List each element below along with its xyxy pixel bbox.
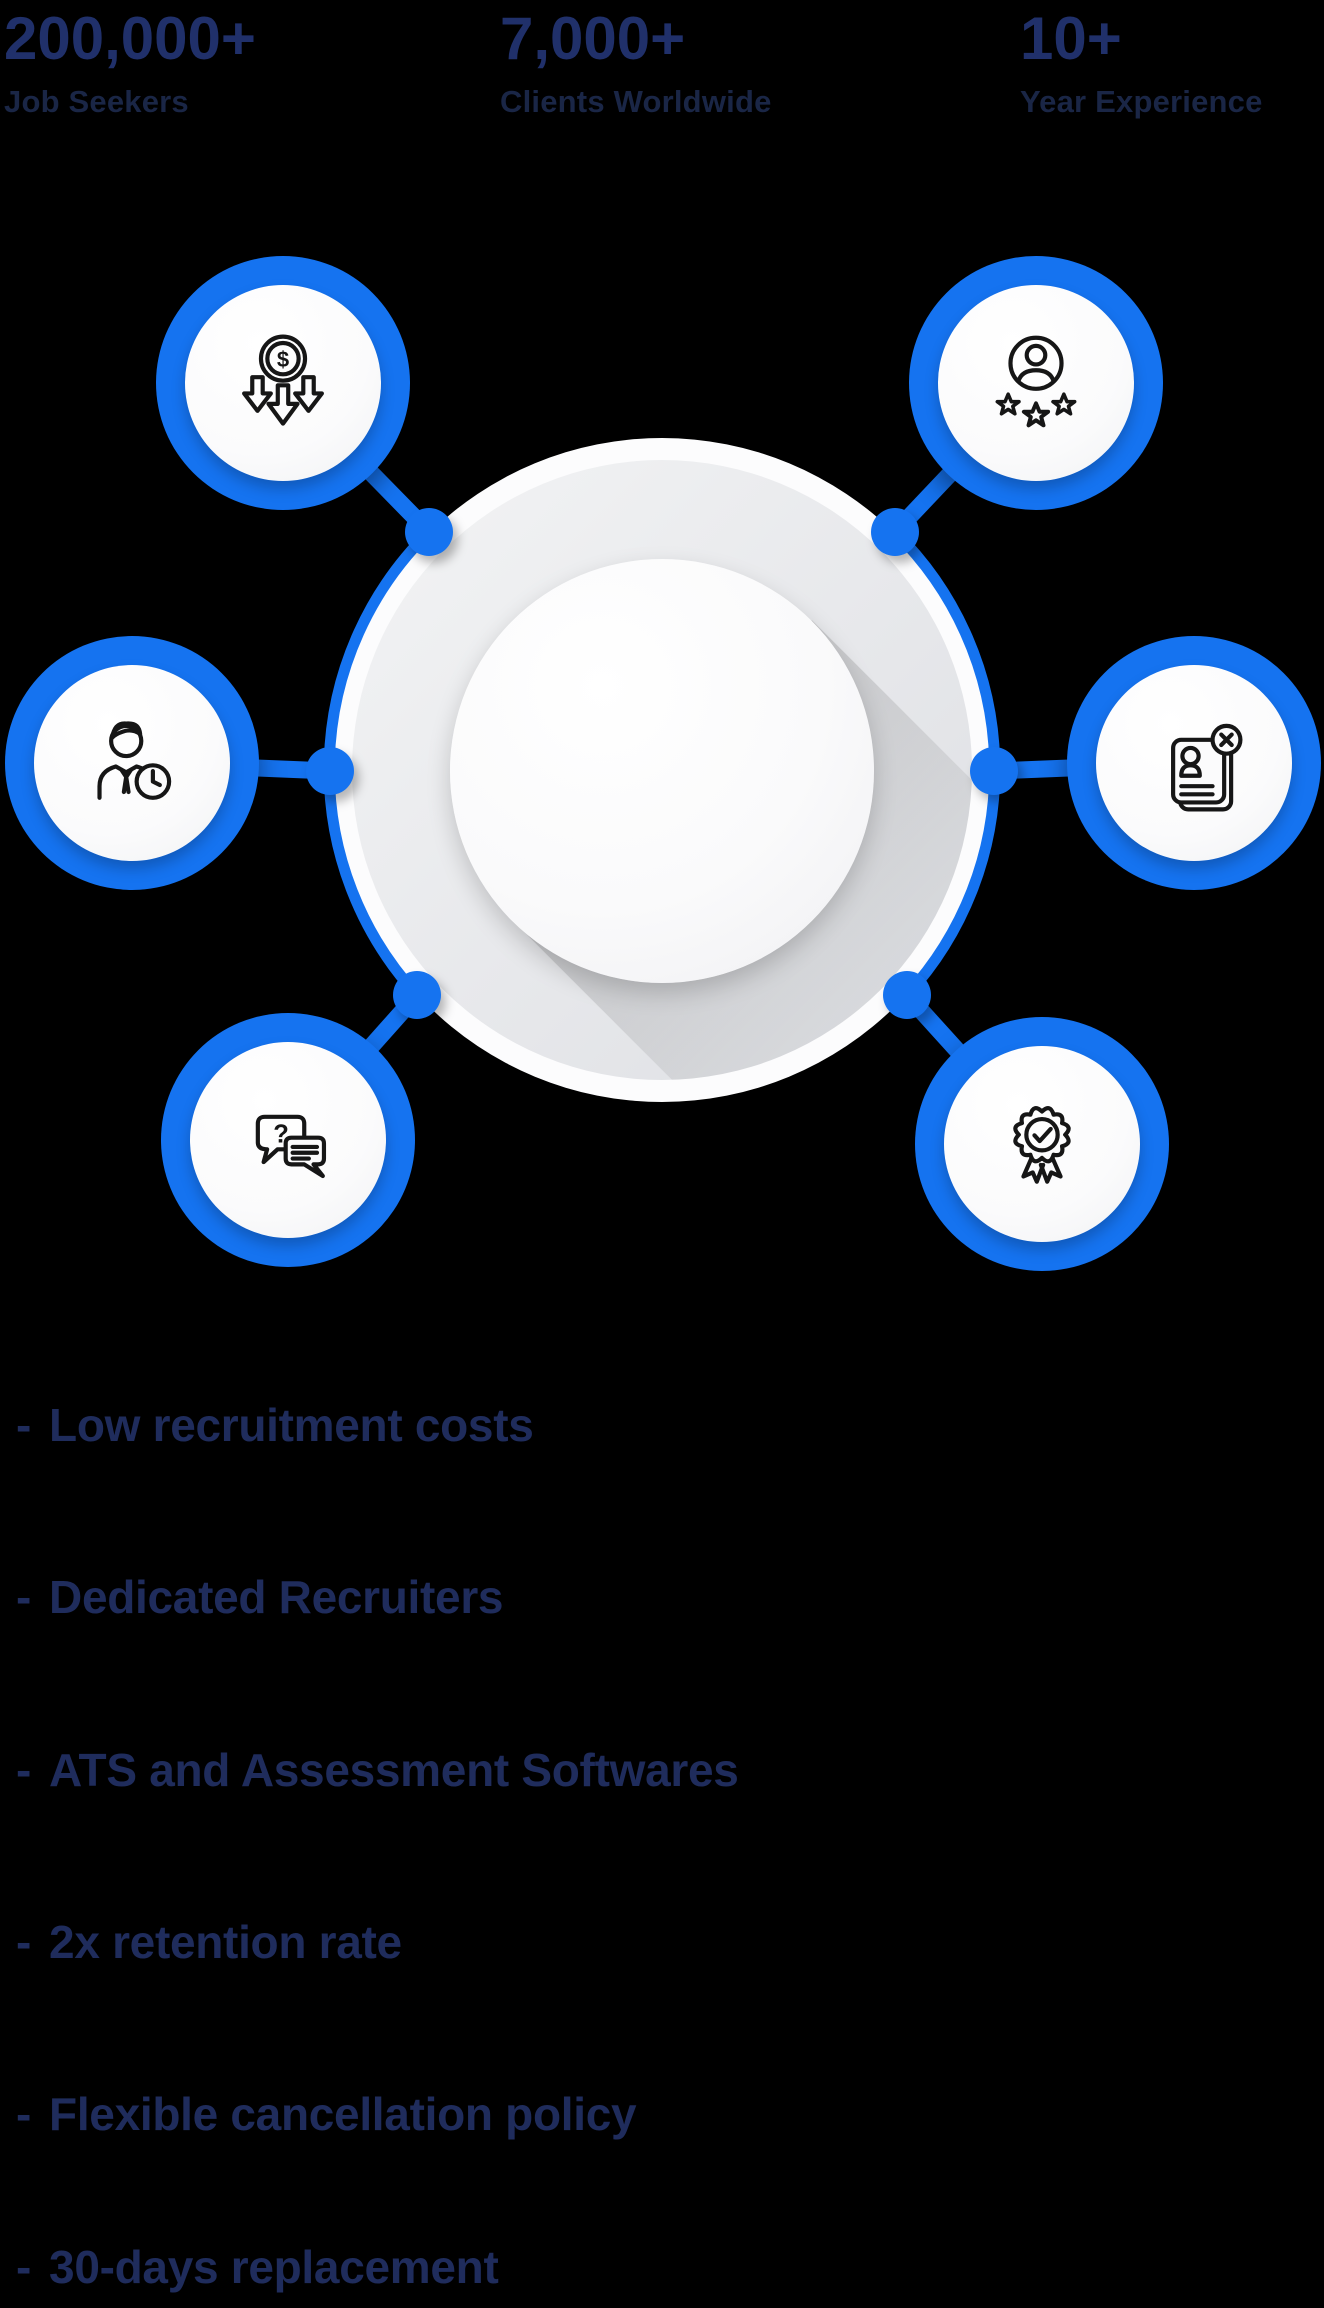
- rated-recruiter-icon: [995, 335, 1077, 428]
- node-inner-circle: [938, 285, 1134, 481]
- node-rated-recruiter: [909, 256, 1163, 510]
- benefit-item: - 30-days replacement: [16, 2240, 499, 2294]
- cost-reduction-icon: $: [242, 334, 324, 426]
- bullet-dash: -: [16, 1916, 32, 1968]
- node-resume-rejected: [1067, 636, 1321, 890]
- stat-value: 10+: [1020, 5, 1122, 72]
- recruiter-time-icon: [97, 721, 172, 800]
- stat-label: Clients Worldwide: [500, 84, 772, 119]
- stat-value: 200,000+: [4, 5, 256, 72]
- stat-clients-worldwide: 7,000+ Clients Worldwide: [500, 6, 772, 120]
- benefit-item: - Flexible cancellation policy: [16, 2087, 637, 2141]
- node-inner-circle: [34, 665, 230, 861]
- benefit-label: ATS and Assessment Softwares: [49, 1744, 739, 1796]
- benefit-item: - 2x retention rate: [16, 1915, 402, 1969]
- node-quality-badge: [915, 1017, 1169, 1271]
- hub-inner-circle: [450, 559, 874, 983]
- stat-year-experience: 10+ Year Experience: [1020, 6, 1263, 120]
- bullet-dash: -: [16, 1399, 32, 1451]
- benefit-label: 30-days replacement: [49, 2241, 499, 2293]
- benefit-item: - Dedicated Recruiters: [16, 1570, 504, 1624]
- quality-badge-icon: [1013, 1106, 1071, 1184]
- svg-text:$: $: [277, 347, 289, 372]
- node-inner-circle: $: [185, 285, 381, 481]
- benefit-label: Dedicated Recruiters: [49, 1571, 504, 1623]
- bullet-dash: -: [16, 2088, 32, 2140]
- hub-gray-disc: [352, 460, 972, 1080]
- stat-label: Job Seekers: [4, 84, 189, 119]
- node-inner-circle: [1096, 665, 1292, 861]
- node-recruiter-time: [5, 636, 259, 890]
- benefit-label: Low recruitment costs: [49, 1399, 534, 1451]
- bullet-dash: -: [16, 1571, 32, 1623]
- node-consultation-chat: ?: [161, 1013, 415, 1267]
- stat-label: Year Experience: [1020, 84, 1263, 119]
- node-inner-circle: [944, 1046, 1140, 1242]
- resume-rejected-icon: [1171, 723, 1243, 812]
- node-inner-circle: ?: [190, 1042, 386, 1238]
- consultation-chat-icon: ?: [255, 1114, 327, 1179]
- node-cost-reduction: $: [156, 256, 410, 510]
- stat-job-seekers: 200,000+ Job Seekers: [4, 6, 256, 120]
- benefit-item: - Low recruitment costs: [16, 1398, 534, 1452]
- bullet-dash: -: [16, 1744, 32, 1796]
- benefit-label: Flexible cancellation policy: [49, 2088, 637, 2140]
- bullet-dash: -: [16, 2241, 32, 2293]
- benefit-item: - ATS and Assessment Softwares: [16, 1743, 739, 1797]
- stat-value: 7,000+: [500, 5, 686, 72]
- benefit-label: 2x retention rate: [49, 1916, 402, 1968]
